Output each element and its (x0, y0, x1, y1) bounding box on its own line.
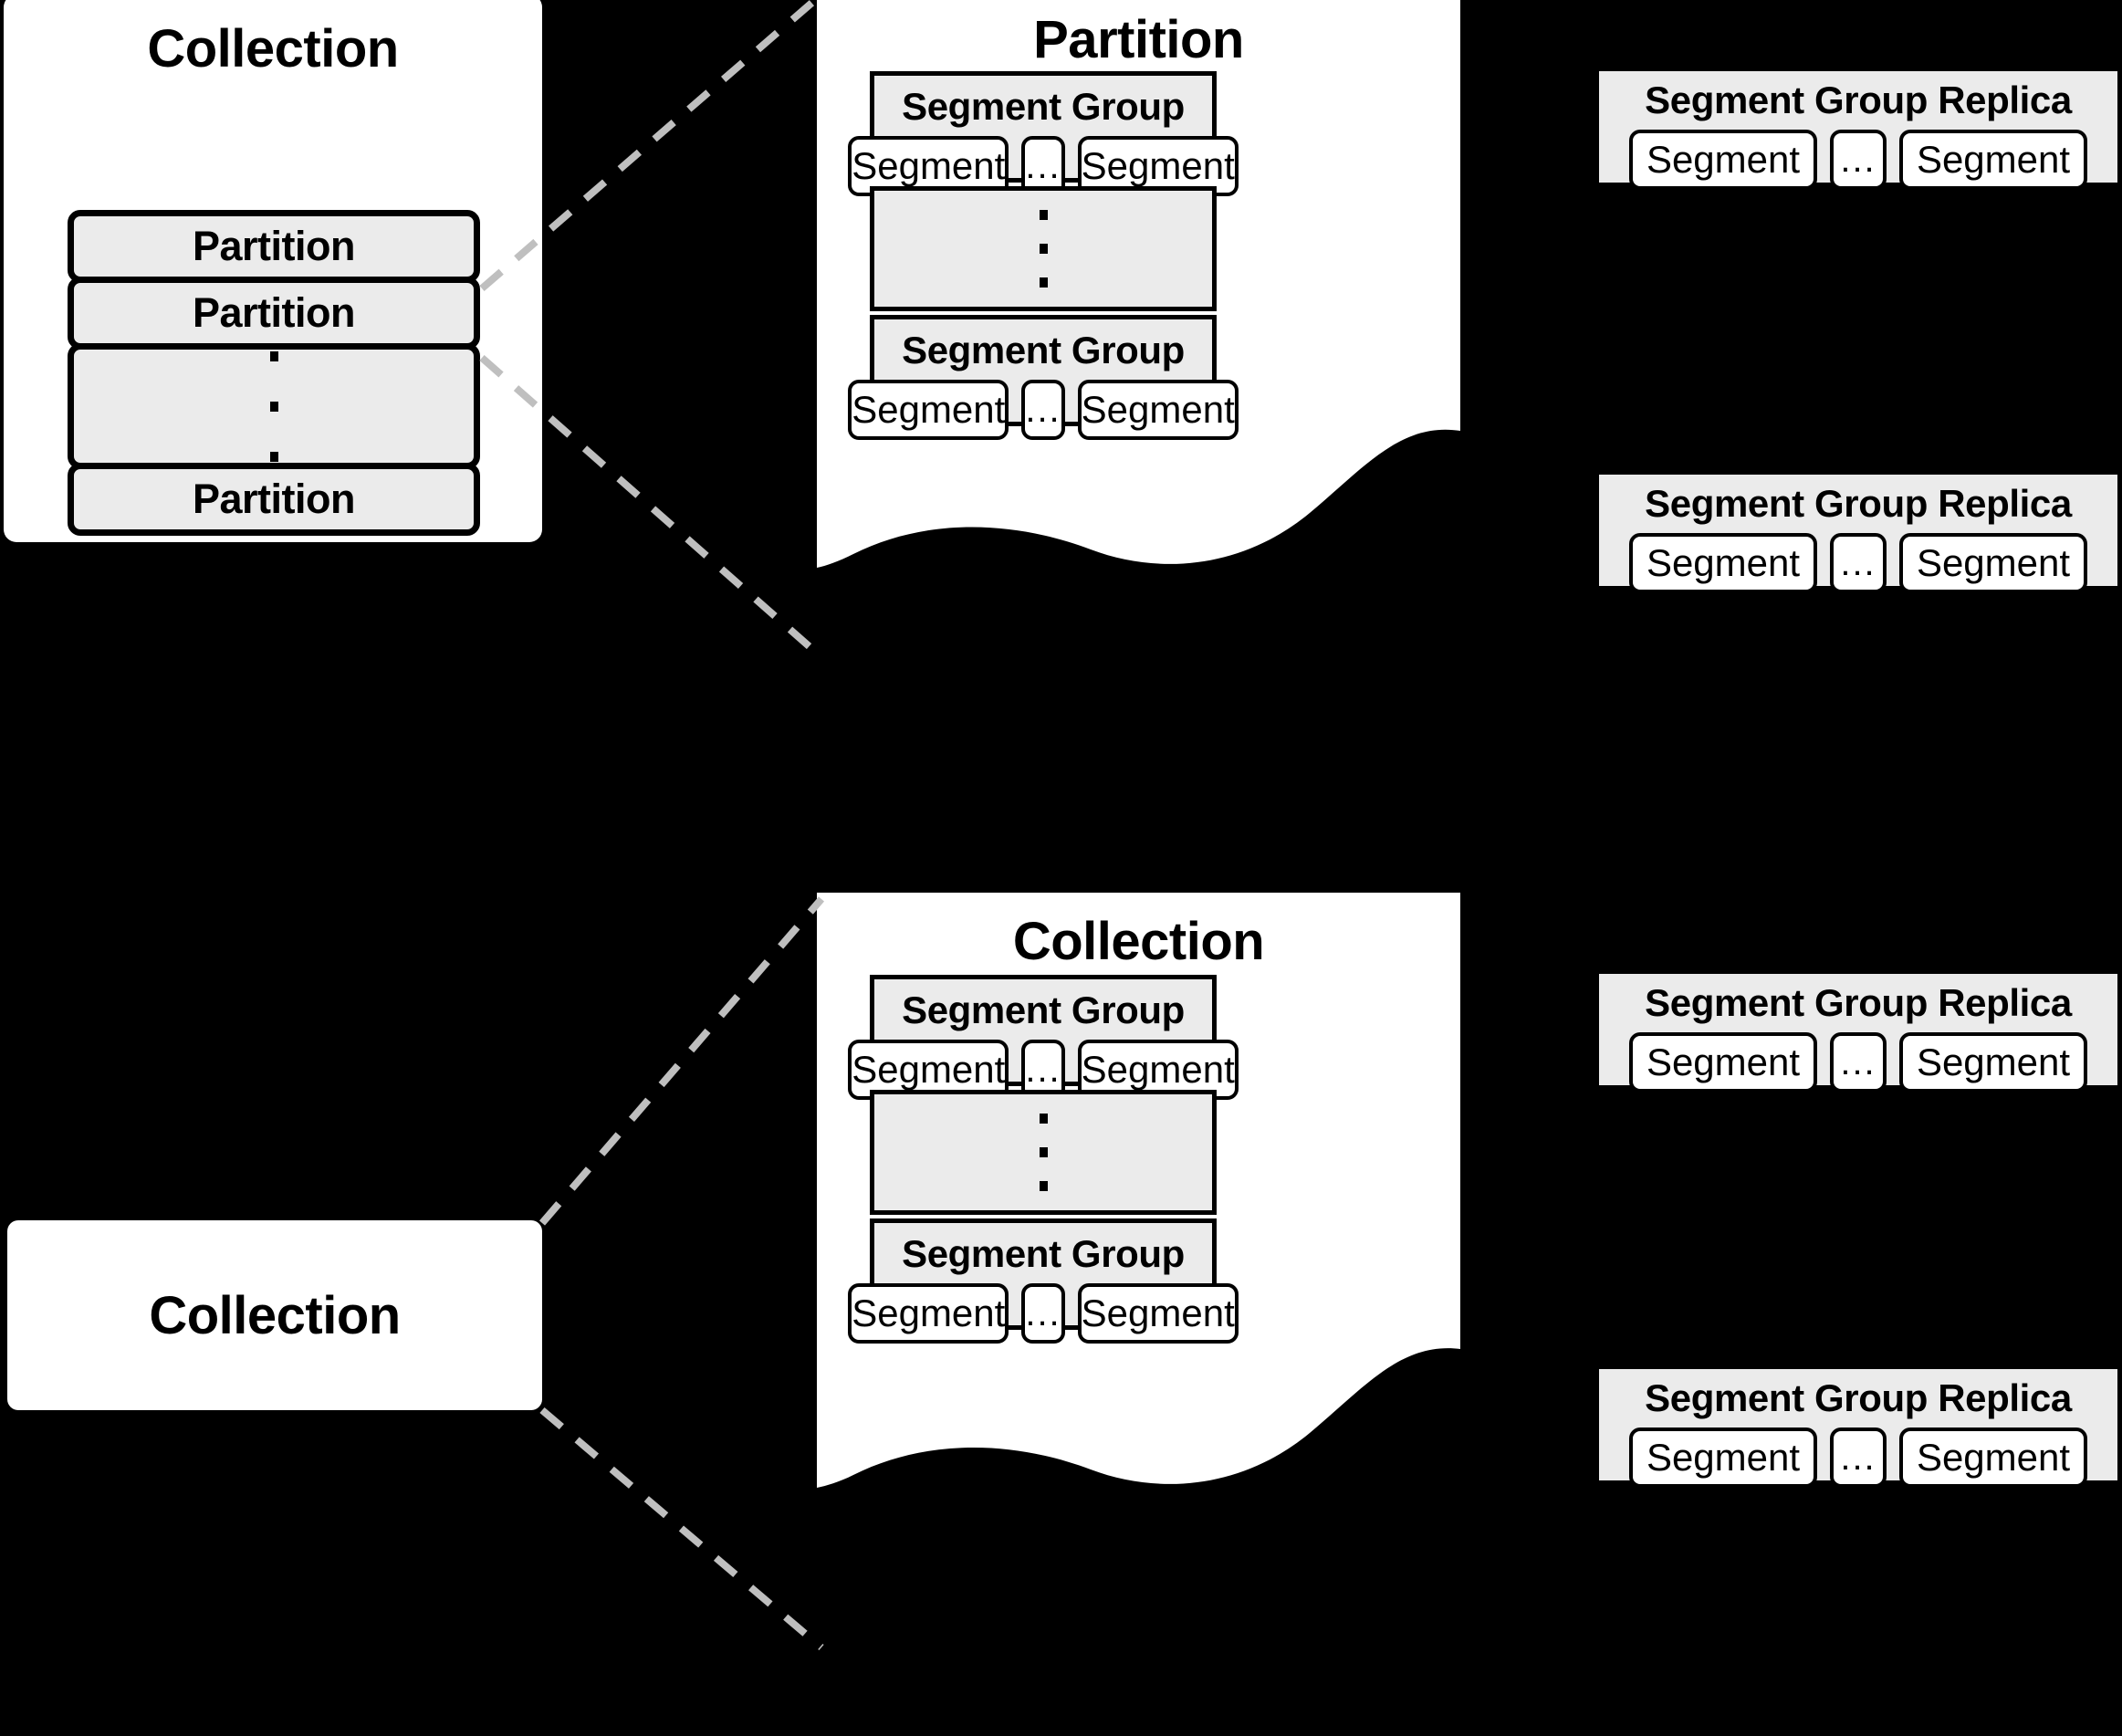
segment-box[interactable]: Segment (1899, 1427, 2087, 1488)
collection-card: Collection Partition Partition Partition (4, 0, 542, 542)
segment-ellipsis-box: ... (1830, 1032, 1887, 1093)
segment-ellipsis-box: ... (1830, 533, 1887, 593)
segment-group-replica[interactable]: Segment Group Replica Segment ... Segmen… (1599, 475, 2117, 593)
segment-list: Segment ... Segment (1599, 130, 2117, 190)
segment-box[interactable]: Segment (1899, 130, 2087, 190)
partition-row-label: Partition (192, 223, 356, 269)
segment-box[interactable]: Segment (1899, 533, 2087, 593)
collection-detail-sheet: Collection Segment Group Segment ... Seg… (817, 893, 1460, 1728)
partition-row[interactable]: Partition (68, 463, 480, 536)
segment-group[interactable]: Segment Group Segment ... Segment (848, 1218, 1239, 1344)
collection-card-2-title: Collection (149, 1285, 401, 1345)
connector-collection-bottom (539, 1407, 824, 1651)
segment-group-title: Segment Group (902, 329, 1185, 371)
segment-box[interactable]: Segment (1629, 533, 1817, 593)
segment-group-replica-title: Segment Group Replica (1645, 1376, 2072, 1419)
segment-group-ellipsis (870, 186, 1217, 311)
segment-list: Segment ... Segment (848, 380, 1239, 440)
segment-list: Segment ... Segment (1599, 533, 2117, 593)
connector-collection-top (538, 896, 825, 1226)
segment-group[interactable]: Segment Group Segment ... Segment (848, 975, 1239, 1100)
partition-row[interactable]: Partition (68, 277, 480, 350)
segment-box[interactable]: Segment (1077, 1283, 1239, 1344)
segment-group-title: Segment Group (902, 1232, 1185, 1275)
segment-ellipsis-box: ... (1830, 130, 1887, 190)
vertical-ellipsis-icon (269, 331, 278, 482)
collection-card-title: Collection (147, 19, 399, 78)
segment-list: Segment ... Segment (848, 1283, 1239, 1344)
vertical-ellipsis-icon (1039, 198, 1048, 299)
partition-detail-sheet: Partition Segment Group Segment ... Segm… (817, 0, 1460, 810)
collection-sheet-title: Collection (1012, 912, 1265, 971)
segment-group-title: Segment Group (902, 988, 1185, 1031)
collection-card-2: Collection (7, 1220, 542, 1410)
segment-list: Segment ... Segment (1599, 1427, 2117, 1488)
segment-ellipsis-box: ... (1021, 1283, 1065, 1344)
segment-box[interactable]: Segment (848, 380, 1009, 440)
segment-group-replica[interactable]: Segment Group Replica Segment ... Segmen… (1599, 974, 2117, 1093)
segment-group-replica[interactable]: Segment Group Replica Segment ... Segmen… (1599, 71, 2117, 190)
segment-box[interactable]: Segment (1629, 130, 1817, 190)
segment-group-ellipsis (870, 1090, 1217, 1215)
segment-ellipsis-box: ... (1021, 380, 1065, 440)
segment-group-replica-title: Segment Group Replica (1645, 482, 2072, 525)
segment-group-title: Segment Group (902, 85, 1185, 128)
partition-row[interactable]: Partition (68, 210, 480, 283)
segment-box[interactable]: Segment (1629, 1032, 1817, 1093)
segment-group-replica[interactable]: Segment Group Replica Segment ... Segmen… (1599, 1369, 2117, 1488)
segment-group-replica-title: Segment Group Replica (1645, 981, 2072, 1024)
segment-group-replica-title: Segment Group Replica (1645, 78, 2072, 121)
segment-box[interactable]: Segment (1899, 1032, 2087, 1093)
partition-row-ellipsis (68, 343, 480, 469)
partition-stack: Partition Partition Partition (68, 210, 480, 536)
partition-row-label: Partition (192, 476, 356, 522)
segment-box[interactable]: Segment (1077, 380, 1239, 440)
segment-list: Segment ... Segment (1599, 1032, 2117, 1093)
segment-box[interactable]: Segment (848, 1283, 1009, 1344)
partition-row-label: Partition (192, 289, 356, 336)
partition-sheet-title: Partition (1033, 10, 1244, 69)
segment-group[interactable]: Segment Group Segment ... Segment (848, 315, 1239, 440)
segment-group[interactable]: Segment Group Segment ... Segment (848, 71, 1239, 196)
segment-ellipsis-box: ... (1830, 1427, 1887, 1488)
vertical-ellipsis-icon (1039, 1102, 1048, 1203)
segment-box[interactable]: Segment (1629, 1427, 1817, 1488)
